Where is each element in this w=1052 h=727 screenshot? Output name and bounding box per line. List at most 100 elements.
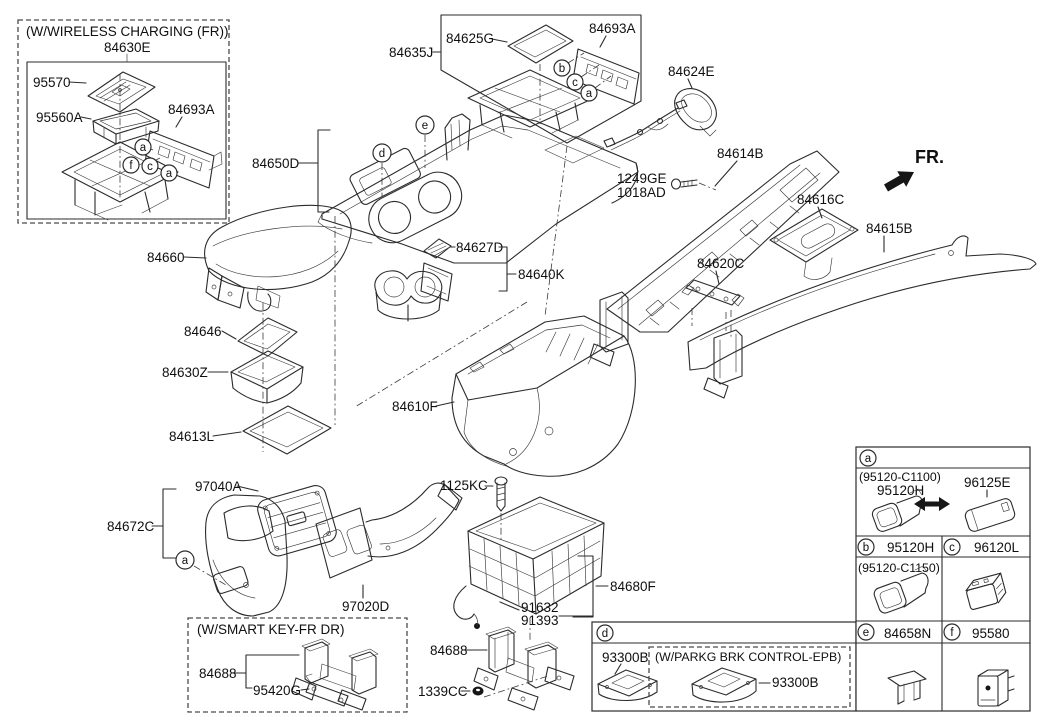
label-95560A: 95560A bbox=[36, 110, 83, 125]
callout-a-wireless-2: a bbox=[160, 164, 178, 182]
swap-arrow-icon bbox=[914, 497, 950, 511]
wireless-pad-drawing bbox=[87, 71, 156, 113]
basket-drawing bbox=[453, 496, 605, 629]
label-84640K: 84640K bbox=[518, 267, 565, 282]
callout-b-upper: b bbox=[553, 59, 571, 77]
label-84688-smartkey: 84688 bbox=[199, 666, 237, 681]
label-84630Z: 84630Z bbox=[162, 365, 208, 380]
callout-a-table: a bbox=[859, 449, 877, 467]
label-84650D: 84650D bbox=[252, 156, 300, 171]
callout-letter: b bbox=[863, 542, 869, 554]
smart-key-title: (W/SMART KEY-FR DR) bbox=[197, 622, 345, 637]
upper-plate-drawing bbox=[572, 48, 640, 105]
armrest-drawing bbox=[204, 204, 352, 312]
switch-icon-c bbox=[965, 572, 1007, 610]
callout-letter: f bbox=[129, 160, 133, 172]
callout-e-table: e bbox=[857, 623, 875, 641]
label-1339CC: 1339CC bbox=[418, 684, 468, 699]
wireless-charging-box: (W/WIRELESS CHARGING (FR)) 84630E 95570 … bbox=[17, 19, 230, 224]
label-96120L: 96120L bbox=[974, 540, 1020, 555]
label-84627D: 84627D bbox=[456, 240, 504, 255]
cup-holder-drawing bbox=[374, 262, 453, 322]
pad-small-drawing bbox=[237, 317, 298, 357]
tray-drawing bbox=[230, 350, 304, 404]
label-84614B: 84614B bbox=[717, 146, 764, 161]
callout-a-cover: a bbox=[175, 550, 195, 570]
callout-c-upper: c bbox=[566, 73, 584, 91]
label-84625G: 84625G bbox=[446, 31, 494, 46]
d-table-border bbox=[591, 621, 857, 712]
rear-bracket-drawing bbox=[473, 626, 575, 711]
cylinder-icon bbox=[964, 498, 1016, 532]
console-body-drawing bbox=[451, 315, 636, 477]
pad-cup-drawing bbox=[423, 238, 452, 259]
epb-box-border bbox=[648, 646, 851, 708]
callout-e-cover: e bbox=[415, 115, 435, 135]
duct-drawing bbox=[315, 482, 463, 579]
label-variant-c1100: (95120-C1100) bbox=[859, 470, 941, 484]
callout-d-cover: d bbox=[372, 143, 392, 163]
callout-letter: a bbox=[586, 88, 593, 100]
upper-pad-drawing bbox=[507, 24, 574, 64]
callout-c-wireless: c bbox=[141, 157, 159, 175]
label-84630E: 84630E bbox=[104, 40, 151, 55]
callout-letter: f bbox=[950, 627, 954, 639]
label-96125E: 96125E bbox=[964, 475, 1011, 490]
smart-key-box: (W/SMART KEY-FR DR) 84688 95420G bbox=[187, 617, 408, 713]
console-cover-drawing bbox=[317, 113, 639, 264]
label-95570: 95570 bbox=[33, 75, 71, 90]
label-84646: 84646 bbox=[184, 324, 222, 339]
reference-table: a (95120-C1100) 95120H 96125E b 95120H c… bbox=[855, 446, 1031, 712]
label-84620C: 84620C bbox=[697, 256, 745, 271]
smart-key-bracket-drawing bbox=[291, 638, 379, 711]
bracket-plate-drawing bbox=[769, 208, 859, 280]
screw-icon bbox=[494, 476, 508, 512]
label-95120H-b: 95120H bbox=[887, 540, 934, 555]
d-table: d 93300B (W/PARKG BRK CONTROL-EPB) 93300… bbox=[591, 621, 857, 712]
label-95580: 95580 bbox=[972, 626, 1010, 641]
label-97020D: 97020D bbox=[342, 599, 390, 614]
callout-letter: e bbox=[863, 627, 869, 639]
clip-icon bbox=[887, 670, 927, 705]
label-84613L: 84613L bbox=[169, 429, 215, 444]
upper-frame-drawing bbox=[467, 69, 593, 139]
callout-c-table: c bbox=[943, 538, 961, 556]
callout-letter: c bbox=[147, 161, 153, 173]
rear-cover-drawing bbox=[205, 494, 288, 617]
label-1018AD: 1018AD bbox=[617, 185, 666, 200]
label-84680F: 84680F bbox=[610, 579, 656, 594]
callout-a-wireless-1: a bbox=[134, 138, 152, 156]
rail-bracket-drawing bbox=[681, 279, 745, 307]
fr-indicator: FR. bbox=[884, 147, 944, 192]
socket-icon-a bbox=[871, 488, 923, 532]
callout-f-table: f bbox=[943, 623, 961, 641]
label-95420G: 95420G bbox=[253, 683, 301, 698]
side-panel-left-drawing bbox=[589, 150, 840, 399]
upper-assembly-box: 84635J 84625G 84693A b c a bbox=[389, 14, 642, 144]
label-93300B-epb: 93300B bbox=[772, 675, 819, 690]
side-panel-right-drawing bbox=[687, 235, 1037, 371]
switch-icon-f bbox=[977, 669, 1015, 707]
label-84624E: 84624E bbox=[668, 64, 715, 79]
harness-drawing: 84624E bbox=[603, 64, 717, 151]
callout-letter: a bbox=[166, 168, 173, 180]
label-84635J: 84635J bbox=[389, 45, 433, 60]
bolt-icon bbox=[670, 178, 698, 190]
label-variant-c1150: (95120-C1150) bbox=[858, 561, 940, 575]
label-84660: 84660 bbox=[147, 250, 185, 265]
wireless-box-border bbox=[17, 19, 230, 224]
callout-letter: d bbox=[379, 148, 385, 160]
label-84610F: 84610F bbox=[392, 399, 438, 414]
label-84688-rear: 84688 bbox=[430, 643, 468, 658]
callout-letter: c bbox=[572, 77, 578, 89]
socket-icon-b bbox=[873, 565, 929, 614]
epb-title: (W/PARKG BRK CONTROL-EPB) bbox=[655, 650, 841, 664]
callout-b-table: b bbox=[857, 538, 875, 556]
label-97040A: 97040A bbox=[195, 479, 242, 494]
label-1249GE: 1249GE bbox=[617, 171, 667, 186]
label-84615B: 84615B bbox=[866, 221, 913, 236]
callout-letter: c bbox=[949, 542, 955, 554]
label-84693A-wireless: 84693A bbox=[168, 102, 215, 117]
